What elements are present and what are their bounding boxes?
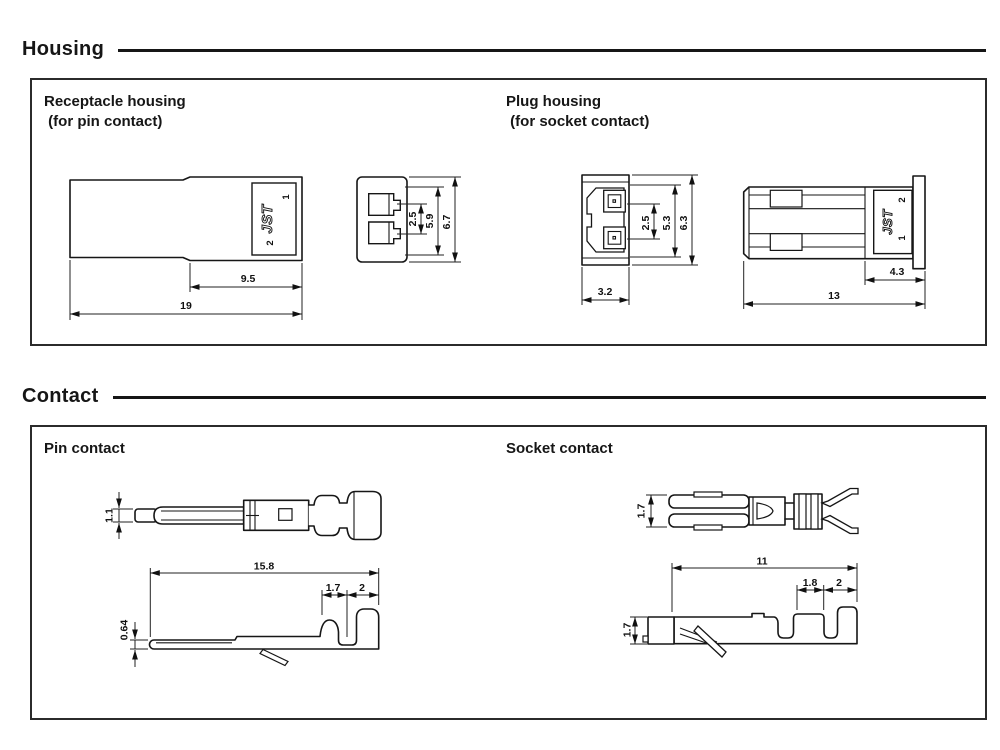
dim-plug-height: 6.3: [678, 216, 690, 231]
cavity-number-2: 2: [265, 240, 276, 245]
dim-plug-inner: 5.3: [661, 216, 673, 231]
housing-section-header: Housing: [22, 38, 986, 61]
receptacle-housing-label: Receptacle housing (for pin contact): [44, 92, 186, 132]
dim-plug-pitch: 2.5: [640, 216, 652, 231]
socket-contact-label: Socket contact: [506, 440, 613, 457]
dim-socket-crimp-b: 2: [836, 577, 842, 589]
dim-receptacle-pitch: 2.5: [407, 212, 419, 227]
housing-panel: Receptacle housing (for pin contact) Plu…: [30, 78, 987, 346]
cavity-number-1: 1: [281, 194, 292, 200]
dim-socket-sleeve-width: 1.7: [636, 504, 648, 519]
plug-housing-label-line1: Plug housing: [506, 93, 601, 110]
jst-logo: JST: [880, 209, 895, 235]
cavity-number-2: 2: [897, 197, 908, 202]
housing-section-title: Housing: [22, 38, 105, 60]
pin-contact-label: Pin contact: [44, 440, 125, 457]
receptacle-front-view-drawing: 2.5 5.9 6.7: [356, 176, 461, 263]
pin-contact-side-view-drawing: 15.8 1.7 2 0.64: [119, 561, 380, 667]
socket-contact-top-view-drawing: 1.7: [636, 487, 859, 535]
socket-contact-side-view-drawing: 11 1.8 2 1.7: [622, 556, 858, 658]
contact-panel: Pin contact Socket contact 1.1: [30, 425, 987, 720]
dim-plug-overall: 13: [828, 290, 840, 302]
dim-receptacle-height: 6.7: [441, 215, 453, 230]
dim-plug-face: 4.3: [890, 266, 905, 278]
dim-socket-crimp-a: 1.8: [803, 577, 818, 589]
dim-pin-thickness: 0.64: [119, 620, 131, 641]
dim-receptacle-step: 9.5: [241, 273, 256, 285]
dim-plug-width: 3.2: [598, 286, 613, 298]
dim-pin-overall: 15.8: [254, 561, 275, 573]
cavity-number-1: 1: [897, 235, 908, 241]
jst-logo: JST: [259, 203, 276, 233]
housing-rule: [118, 49, 986, 52]
contact-section-header: Contact: [22, 385, 986, 408]
pin-contact-top-view-drawing: 1.1: [104, 490, 382, 541]
plug-housing-label: Plug housing (for socket contact): [506, 92, 649, 132]
dim-receptacle-overall: 19: [180, 300, 192, 312]
dim-receptacle-inner: 5.9: [424, 214, 436, 229]
dim-pin-crimp-a: 1.7: [326, 582, 341, 594]
plug-side-view-drawing: JST 2 1 4.3 13: [742, 175, 926, 309]
plug-front-view-drawing: 2.5 5.3 6.3 3.2: [581, 174, 698, 305]
dim-socket-overall: 11: [756, 556, 767, 568]
receptacle-housing-label-line2: (for pin contact): [48, 113, 163, 130]
contact-rule: [112, 396, 986, 399]
dim-socket-sleeve-height: 1.7: [622, 623, 634, 638]
receptacle-housing-label-line1: Receptacle housing: [44, 93, 186, 110]
dim-pin-tip-width: 1.1: [104, 508, 116, 523]
contact-section-title: Contact: [22, 385, 99, 407]
dim-pin-crimp-b: 2: [359, 582, 365, 594]
receptacle-side-view-drawing: JST 1 2 9.5 19: [69, 176, 303, 320]
plug-housing-label-line2: (for socket contact): [510, 113, 650, 130]
